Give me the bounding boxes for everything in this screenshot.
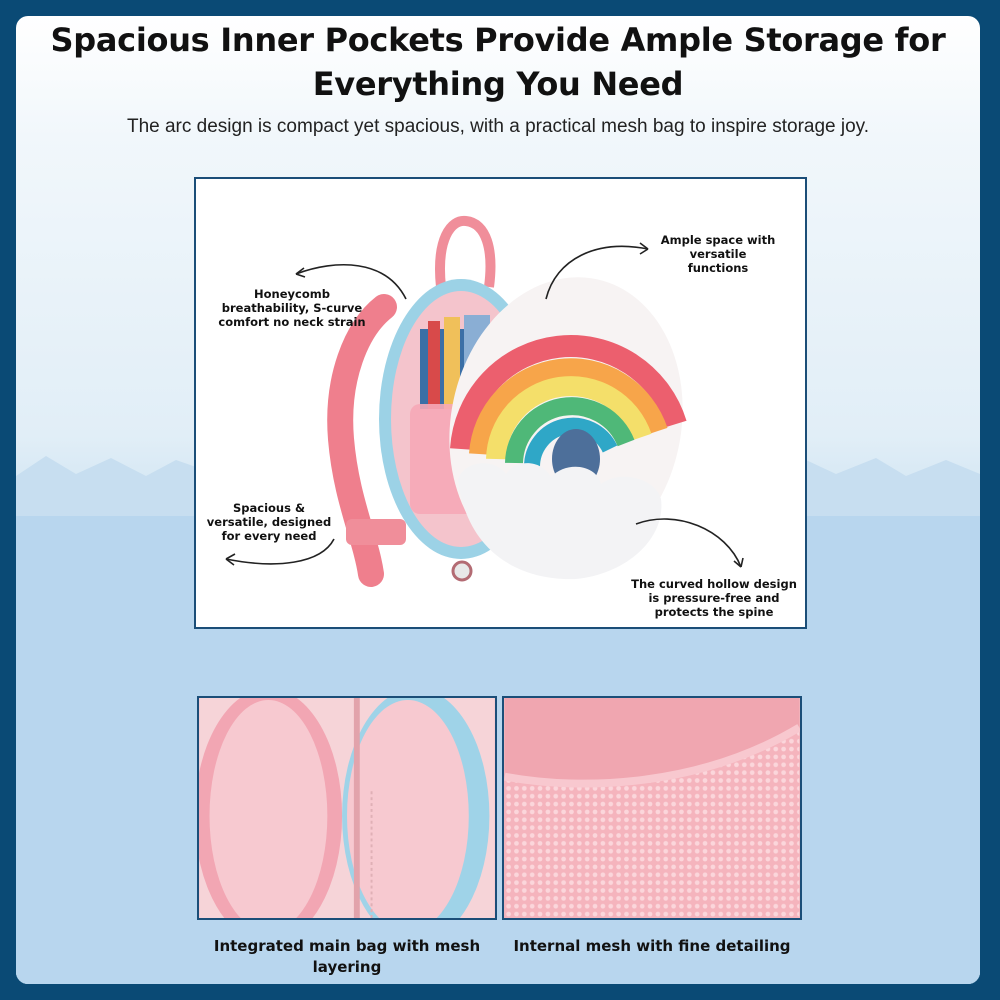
caption-main-bag: Integrated main bag with mesh layering xyxy=(213,937,481,976)
main-product-image: Ample space with versatile functions Hon… xyxy=(194,177,807,629)
top-handle xyxy=(435,215,496,288)
callout-bottom-left: Spacious & versatile, designed for every… xyxy=(206,501,332,543)
detail-image-main-bag xyxy=(197,696,497,920)
arrow-top-right xyxy=(545,245,649,300)
callout-bottom-right: The curved hollow design is pressure-fre… xyxy=(631,577,797,619)
lower-strap xyxy=(346,519,406,545)
arrow-bottom-right xyxy=(635,518,742,568)
zipper-charm xyxy=(451,560,473,582)
backpack-illustration xyxy=(225,215,744,587)
rainbow-arcs xyxy=(450,335,687,450)
page-subtitle: The arc design is compact yet spacious, … xyxy=(126,116,870,137)
detail-image-internal-mesh xyxy=(502,696,802,920)
page-canvas: Spacious Inner Pockets Provide Ample Sto… xyxy=(16,16,980,984)
arrow-bottom-left xyxy=(225,538,335,565)
main-bag-detail-illustration xyxy=(199,698,495,918)
page-title: Spacious Inner Pockets Provide Ample Sto… xyxy=(50,21,946,103)
caption-internal-mesh: Internal mesh with fine detailing xyxy=(513,937,791,955)
mesh-detail-illustration xyxy=(504,698,800,918)
arrow-top-left xyxy=(295,264,407,300)
callout-top-left: Honeycomb breathability, S-curve comfort… xyxy=(218,287,366,329)
cloud xyxy=(458,463,662,580)
callout-top-right: Ample space with versatile functions xyxy=(660,233,776,275)
